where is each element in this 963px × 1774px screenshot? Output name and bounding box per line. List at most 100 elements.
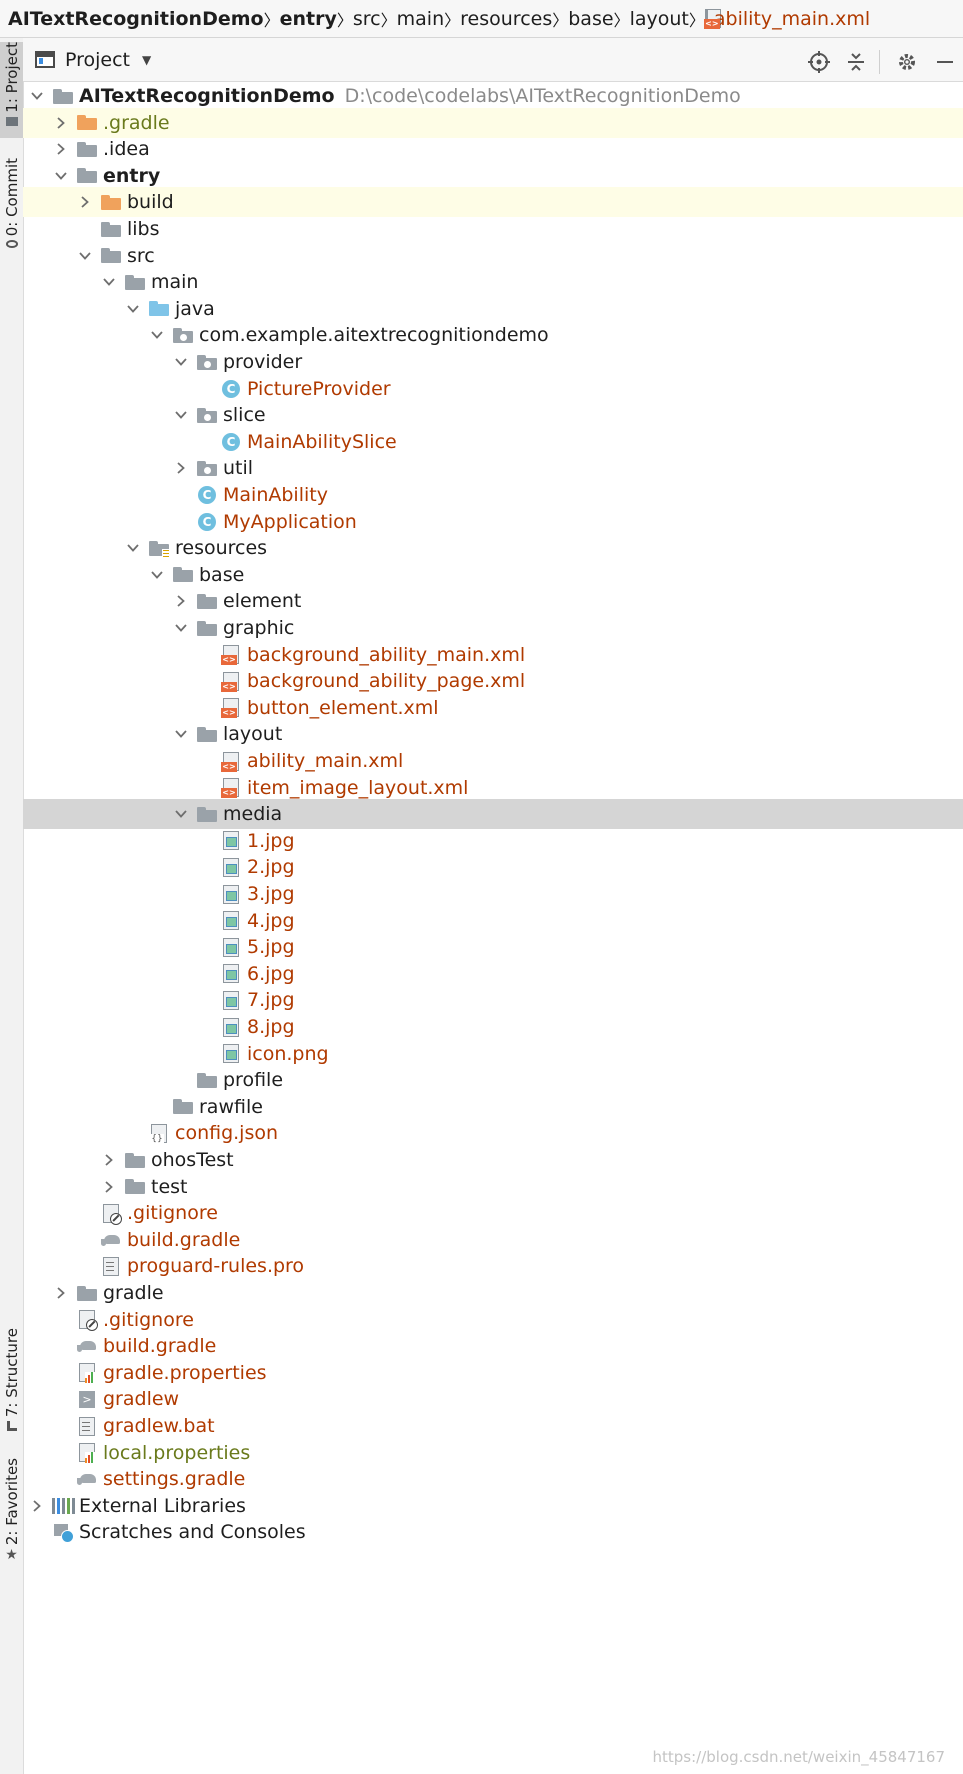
- tree-item[interactable]: 4.jpg: [23, 906, 963, 936]
- gear-icon[interactable]: [894, 49, 920, 75]
- tree-item[interactable]: gradle.properties: [23, 1358, 963, 1388]
- breadcrumb-item[interactable]: base: [568, 8, 613, 30]
- tree-item[interactable]: 1.jpg: [23, 826, 963, 856]
- tree-item[interactable]: 6.jpg: [23, 959, 963, 989]
- tree-item[interactable]: {}config.json: [23, 1118, 963, 1148]
- chevron-right-icon[interactable]: [52, 114, 70, 132]
- tree-item[interactable]: .gitignore: [23, 1305, 963, 1335]
- chevron-down-icon[interactable]: [172, 406, 190, 424]
- chevron-down-icon[interactable]: [172, 805, 190, 823]
- tree-item[interactable]: <>item_image_layout.xml: [23, 773, 963, 803]
- tree-item[interactable]: entry: [23, 161, 963, 191]
- tree-item[interactable]: layout: [23, 719, 963, 749]
- tree-item[interactable]: com.example.aitextrecognitiondemo: [23, 320, 963, 350]
- tree-item[interactable]: .gitignore: [23, 1198, 963, 1228]
- tree-item[interactable]: <>button_element.xml: [23, 693, 963, 723]
- tool-tab-project[interactable]: 1: Project: [0, 42, 23, 138]
- tree-item[interactable]: 7.jpg: [23, 985, 963, 1015]
- chevron-right-icon[interactable]: [52, 1284, 70, 1302]
- tree-item[interactable]: media: [23, 799, 963, 830]
- chevron-right-icon[interactable]: [100, 1178, 118, 1196]
- breadcrumb-item[interactable]: main: [397, 8, 444, 30]
- tree-item[interactable]: 8.jpg: [23, 1012, 963, 1042]
- chevron-right-icon[interactable]: [76, 193, 94, 211]
- breadcrumb-item[interactable]: AITextRecognitionDemo: [8, 8, 264, 30]
- tree-item[interactable]: proguard-rules.pro: [23, 1251, 963, 1281]
- tree-item-label: test: [151, 1175, 188, 1198]
- tree-item[interactable]: ohosTest: [23, 1145, 963, 1175]
- tree-item[interactable]: build.gradle: [23, 1225, 963, 1255]
- tree-item[interactable]: provider: [23, 347, 963, 377]
- chevron-right-icon[interactable]: [28, 1497, 46, 1515]
- chevron-right-icon[interactable]: [172, 592, 190, 610]
- tree-item[interactable]: .gradle: [23, 107, 963, 138]
- breadcrumb-item[interactable]: resources: [460, 8, 552, 30]
- collapse-all-icon[interactable]: [843, 49, 869, 75]
- breadcrumb-item[interactable]: entry: [280, 8, 337, 30]
- tree-item[interactable]: External Libraries: [23, 1491, 963, 1521]
- tool-tab-structure[interactable]: 7: Structure: [0, 1328, 23, 1434]
- chevron-right-icon[interactable]: [100, 1151, 118, 1169]
- breadcrumb-item[interactable]: layout: [630, 8, 689, 30]
- chevron-down-icon[interactable]: [28, 87, 46, 105]
- tree-item-label: rawfile: [199, 1095, 263, 1118]
- breadcrumb-item[interactable]: src: [353, 8, 381, 30]
- tree-item[interactable]: >gradlew: [23, 1384, 963, 1414]
- tree-item[interactable]: <>ability_main.xml: [23, 746, 963, 776]
- tree-item[interactable]: 5.jpg: [23, 932, 963, 962]
- tree-item[interactable]: test: [23, 1172, 963, 1202]
- tree-item[interactable]: .idea: [23, 134, 963, 164]
- breadcrumb-label: ability_main.xml: [713, 7, 871, 30]
- tree-item[interactable]: java: [23, 294, 963, 324]
- project-view-selector[interactable]: Project ▼: [35, 49, 151, 71]
- tree-item[interactable]: gradlew.bat: [23, 1411, 963, 1441]
- tree-item[interactable]: rawfile: [23, 1092, 963, 1122]
- hide-icon[interactable]: [932, 49, 958, 75]
- chevron-down-icon[interactable]: [148, 566, 166, 584]
- tree-item[interactable]: base: [23, 560, 963, 590]
- tree-item[interactable]: <>background_ability_main.xml: [23, 640, 963, 670]
- chevron-down-icon[interactable]: [52, 167, 70, 185]
- tree-item[interactable]: gradle: [23, 1278, 963, 1308]
- tree-item[interactable]: local.properties: [23, 1438, 963, 1468]
- tree-item[interactable]: graphic: [23, 613, 963, 643]
- chevron-right-icon[interactable]: [172, 459, 190, 477]
- tree-item[interactable]: libs: [23, 214, 963, 244]
- tree-item[interactable]: util: [23, 453, 963, 483]
- tool-tab-commit[interactable]: 0: Commit: [0, 158, 23, 248]
- text-file-icon: [76, 1416, 98, 1436]
- chevron-down-icon[interactable]: [148, 326, 166, 344]
- chevron-down-icon[interactable]: [172, 353, 190, 371]
- tool-tab-favorites[interactable]: 2: Favorites ★: [0, 1458, 23, 1563]
- chevron-down-icon[interactable]: [124, 539, 142, 557]
- tree-item[interactable]: element: [23, 586, 963, 616]
- tree-item[interactable]: settings.gradle: [23, 1464, 963, 1494]
- tree-item[interactable]: build: [23, 187, 963, 218]
- tree-item[interactable]: main: [23, 267, 963, 297]
- chevron-down-icon[interactable]: [124, 300, 142, 318]
- tree-item-label: button_element.xml: [247, 696, 439, 719]
- tree-item[interactable]: src: [23, 241, 963, 271]
- chevron-down-icon[interactable]: [100, 273, 118, 291]
- tree-item[interactable]: build.gradle: [23, 1331, 963, 1361]
- tree-item[interactable]: 2.jpg: [23, 852, 963, 882]
- tree-item[interactable]: profile: [23, 1065, 963, 1095]
- tree-item[interactable]: slice: [23, 400, 963, 430]
- chevron-down-icon[interactable]: [172, 725, 190, 743]
- tree-item[interactable]: <>background_ability_page.xml: [23, 666, 963, 696]
- tree-item[interactable]: Scratches and Consoles: [23, 1517, 963, 1547]
- locate-icon[interactable]: [806, 49, 832, 75]
- chevron-right-icon[interactable]: [52, 140, 70, 158]
- breadcrumb-item[interactable]: <>ability_main.xml: [703, 8, 870, 30]
- tree-item[interactable]: resources: [23, 533, 963, 563]
- chevron-down-icon[interactable]: [172, 619, 190, 637]
- tree-item[interactable]: icon.png: [23, 1039, 963, 1069]
- chevron-down-icon[interactable]: [76, 247, 94, 265]
- tree-item[interactable]: 3.jpg: [23, 879, 963, 909]
- text-file-icon: [100, 1256, 122, 1276]
